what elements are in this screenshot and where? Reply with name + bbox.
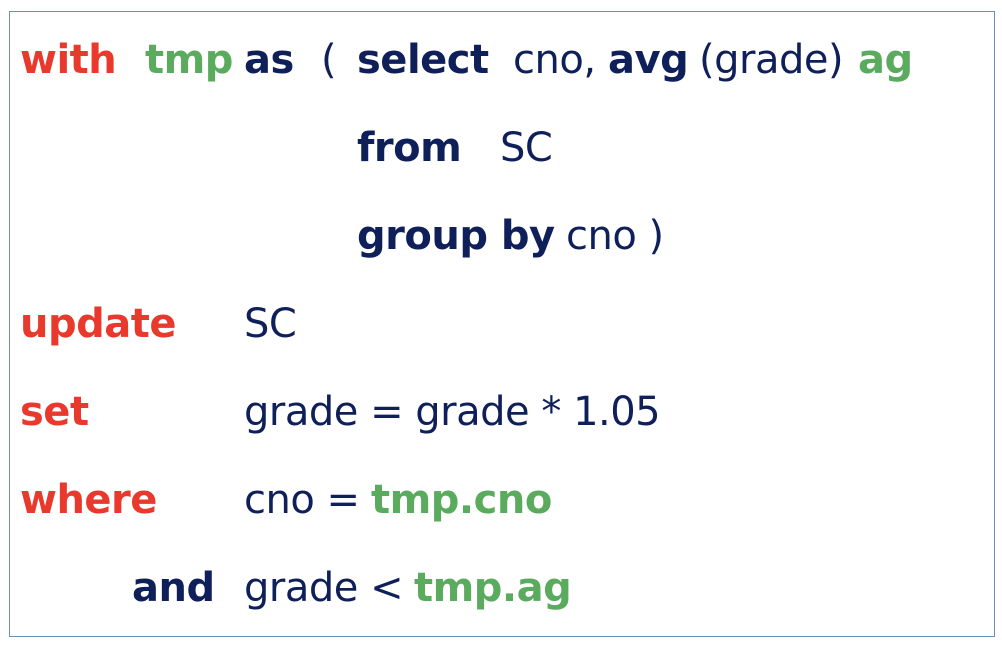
cte-name-tmp: tmp <box>145 37 233 83</box>
column-cno: cno, <box>513 37 596 83</box>
and-lhs: grade < <box>244 565 404 611</box>
open-paren: ( <box>321 37 337 83</box>
keyword-and: and <box>132 565 215 611</box>
group-by-column: cno ) <box>566 213 664 259</box>
where-lhs: cno = <box>244 477 360 523</box>
keyword-set: set <box>20 389 89 435</box>
keyword-group-by: group by <box>357 213 555 259</box>
keyword-from: from <box>357 125 462 171</box>
avg-argument: (grade) <box>699 37 844 83</box>
where-rhs-tmp-cno: tmp.cno <box>371 477 552 523</box>
keyword-select: select <box>357 37 489 83</box>
keyword-update: update <box>20 301 176 347</box>
from-table-sc: SC <box>500 125 553 171</box>
function-avg: avg <box>608 37 689 83</box>
keyword-with: with <box>20 37 117 83</box>
alias-ag: ag <box>858 37 913 83</box>
update-table-sc: SC <box>244 301 297 347</box>
keyword-where: where <box>20 477 157 523</box>
keyword-as: as <box>244 37 294 83</box>
set-expression: grade = grade * 1.05 <box>244 389 661 435</box>
and-rhs-tmp-ag: tmp.ag <box>414 565 572 611</box>
code-panel <box>9 11 995 637</box>
